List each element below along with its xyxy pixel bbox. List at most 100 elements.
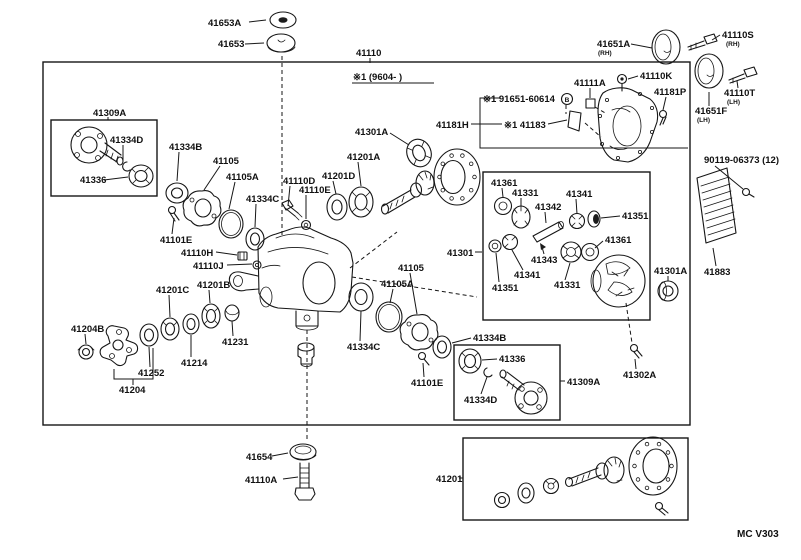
labels: 41653A 41653 41110 ※1 (9604- ) 41651A (R… bbox=[71, 18, 779, 540]
label-41651A-rh: (RH) bbox=[598, 50, 612, 57]
bolt-90119 bbox=[741, 187, 755, 198]
bolt-41101E-left bbox=[167, 205, 180, 222]
label-production-note: ※1 (9604- ) bbox=[353, 72, 402, 83]
label-41651F: 41651F bbox=[695, 106, 727, 117]
label-41351-a: 41351 bbox=[622, 211, 649, 222]
label-41361-a: 41361 bbox=[491, 178, 518, 189]
bolt-41110D bbox=[281, 199, 303, 221]
label-41110S-rh: (RH) bbox=[726, 41, 740, 48]
label-bolt-spec-note: ※1 91651-60614 bbox=[483, 94, 556, 105]
label-41201D: 41201D bbox=[322, 171, 355, 182]
drive-pinion bbox=[380, 170, 435, 215]
label-shim-note: ※1 41183 bbox=[504, 120, 546, 131]
boundary-boxes bbox=[42, 61, 691, 521]
drive-pinion-kit-box bbox=[462, 437, 689, 521]
seal-41201C bbox=[160, 317, 180, 341]
slinger-41201D bbox=[326, 193, 348, 221]
label-41654: 41654 bbox=[246, 452, 273, 463]
label-41336-bottom: 41336 bbox=[499, 354, 525, 365]
ring-gear-bolt bbox=[654, 501, 669, 516]
pinion-shaft bbox=[564, 456, 625, 488]
label-41110S: 41110S bbox=[722, 30, 754, 41]
label-41110D: 41110D bbox=[283, 176, 315, 187]
label-41341-a: 41341 bbox=[566, 189, 593, 200]
grommet-41653A bbox=[269, 11, 297, 29]
axle-shaft-kit-box-left bbox=[50, 119, 158, 197]
label-41201A: 41201A bbox=[347, 152, 380, 163]
label-41105A-left: 41105A bbox=[226, 172, 259, 183]
washer-41252 bbox=[139, 323, 159, 347]
retainer-41105-right bbox=[399, 314, 439, 351]
cover-group-bracket bbox=[479, 97, 688, 149]
shim-41183 bbox=[567, 110, 582, 132]
parts-artwork bbox=[70, 11, 758, 516]
label-41110E: 41110E bbox=[299, 185, 331, 196]
bolt-41101E-bottom bbox=[417, 351, 430, 366]
carrier-cover bbox=[597, 87, 659, 163]
label-41301: 41301 bbox=[447, 248, 474, 259]
washer-41110E bbox=[300, 219, 312, 231]
washer-41351-b bbox=[488, 239, 502, 253]
label-41231: 41231 bbox=[222, 337, 249, 348]
diff-kit-parts bbox=[488, 196, 646, 308]
pinion-washer bbox=[517, 482, 535, 504]
label-41105A-right: 41105A bbox=[381, 279, 414, 290]
label-41105-left: 41105 bbox=[213, 156, 240, 167]
label-41343: 41343 bbox=[531, 255, 557, 266]
label-41334D-left: 41334D bbox=[110, 135, 143, 146]
label-41181P: 41181P bbox=[654, 87, 687, 98]
bolt-41302A bbox=[629, 343, 643, 359]
bolt-41110T bbox=[728, 66, 758, 84]
bearing-41201B bbox=[201, 303, 221, 329]
grommet-41654 bbox=[289, 443, 317, 461]
pinion-gear-41331-a bbox=[511, 205, 531, 229]
diff-case-41301 bbox=[590, 254, 646, 308]
bolt-41110S bbox=[687, 33, 718, 51]
assembly-dashed-lines bbox=[281, 56, 633, 442]
drive-pinion-kit bbox=[493, 436, 678, 516]
flange-41204 bbox=[99, 325, 139, 367]
filler-plug bbox=[297, 342, 315, 367]
circled-b-mark bbox=[560, 92, 574, 106]
spider-shaft-41342 bbox=[532, 221, 564, 243]
pinion-spacer bbox=[542, 477, 560, 495]
label-41101E-bottom: 41101E bbox=[411, 378, 443, 389]
side-gear-41341-b bbox=[501, 233, 519, 251]
label-41334B-bottom: 41334B bbox=[473, 333, 506, 344]
axle-shaft-kit-box-bottom bbox=[453, 344, 561, 421]
bearing-41301A-top bbox=[406, 138, 432, 168]
label-41110T-lh: (LH) bbox=[727, 99, 740, 106]
label-41651A: 41651A bbox=[597, 39, 630, 50]
label-41110H: 41110H bbox=[181, 248, 213, 259]
label-41351-b: 41351 bbox=[492, 283, 519, 294]
label-41110T: 41110T bbox=[724, 88, 755, 99]
label-circled-b: B bbox=[565, 97, 570, 104]
label-41302A: 41302A bbox=[623, 370, 656, 381]
axle-shaft-kit-bottom bbox=[458, 348, 548, 415]
label-41201B: 41201B bbox=[197, 280, 230, 291]
bolt-41110A bbox=[294, 462, 316, 501]
label-41110A: 41110A bbox=[245, 475, 277, 486]
seal-41334B-left bbox=[165, 182, 189, 204]
thrust-washer-41361-b bbox=[580, 242, 600, 262]
bearing-41201A bbox=[348, 186, 374, 218]
label-41331-a: 41331 bbox=[512, 188, 539, 199]
main-assembly-box bbox=[42, 61, 691, 426]
plug-41110H bbox=[237, 251, 248, 261]
snap-ring-41334D-bottom bbox=[483, 367, 493, 378]
label-41101E-left: 41101E bbox=[160, 235, 192, 246]
label-41334C-left: 41334C bbox=[246, 194, 279, 205]
cushion-41651A-rh bbox=[651, 29, 681, 65]
seal-41334C-left bbox=[245, 227, 265, 251]
axle-shaft-kit-left bbox=[70, 126, 154, 188]
label-41110J: 41110J bbox=[193, 261, 224, 272]
label-41341-b: 41341 bbox=[514, 270, 541, 281]
washer-41110J bbox=[252, 260, 262, 270]
bearing-41301A-right bbox=[657, 280, 679, 302]
label-41334B-top: 41334B bbox=[169, 142, 202, 153]
label-41204: 41204 bbox=[119, 385, 146, 396]
label-41301A-top: 41301A bbox=[355, 127, 388, 138]
thrust-washer-41361-a bbox=[493, 196, 513, 216]
